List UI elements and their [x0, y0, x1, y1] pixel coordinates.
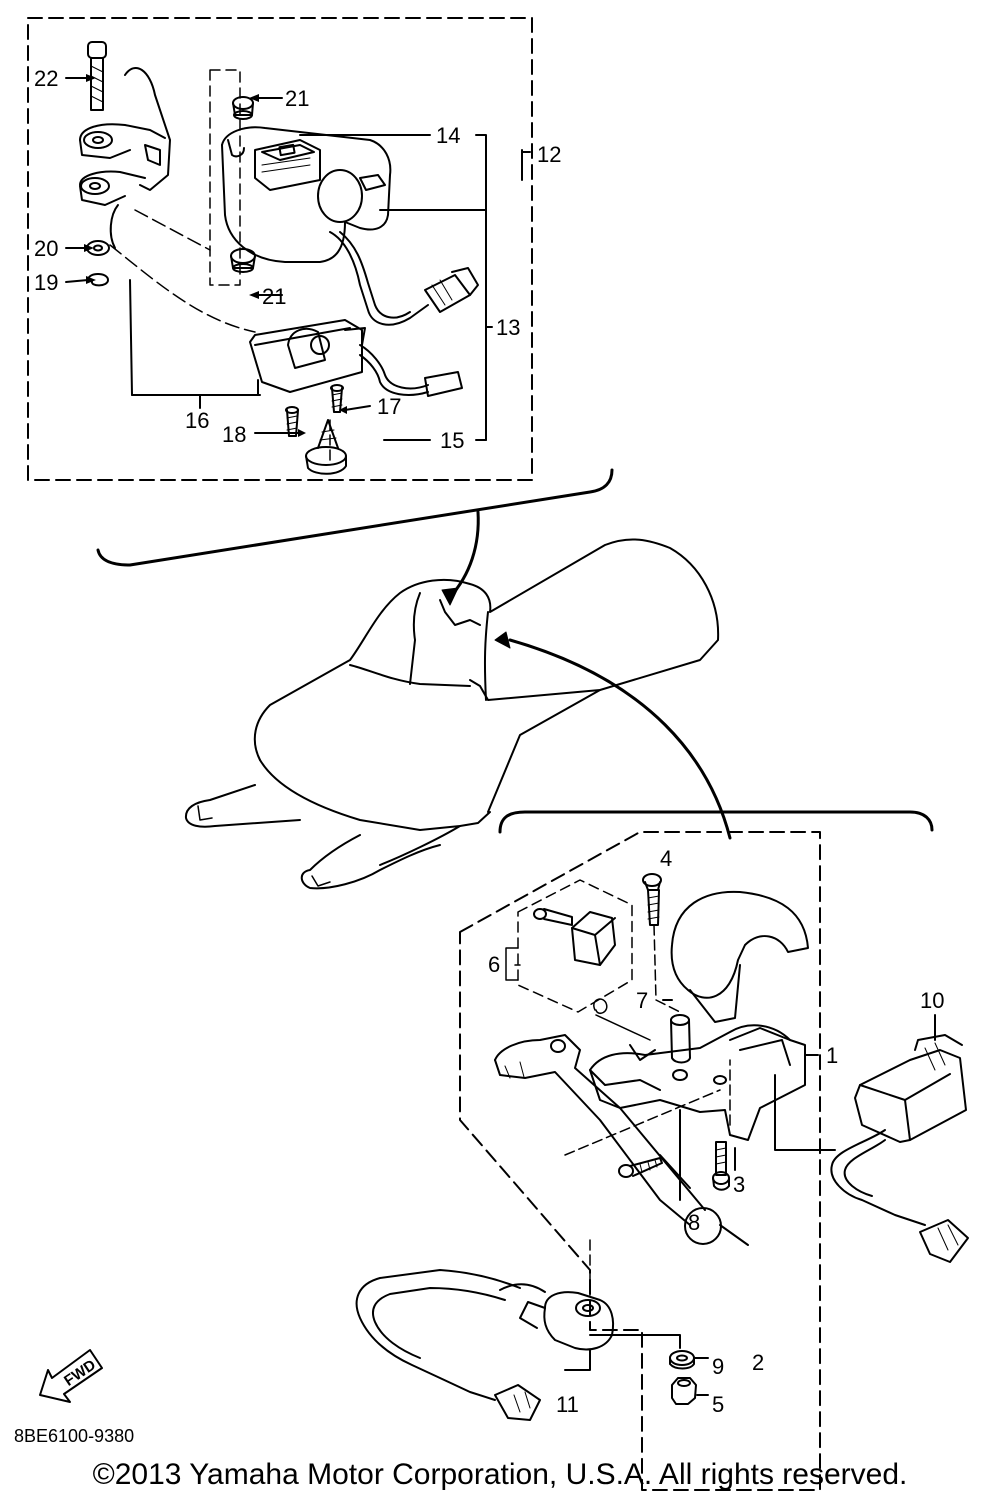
drawing-code: 8BE6100-9380	[14, 1426, 135, 1446]
lever-cover	[670, 890, 809, 1023]
bolt-4	[642, 873, 662, 926]
switch-10-connector	[919, 1219, 969, 1263]
switch-11-cable	[355, 1269, 521, 1401]
brake-switch-10	[854, 1034, 967, 1143]
lower-brace	[498, 810, 934, 834]
washer-9	[669, 1350, 695, 1370]
kit-6-switch	[571, 911, 616, 966]
pointer-arrow-lower	[508, 638, 732, 840]
fwd-label: FWD	[61, 1356, 99, 1389]
callout-18: 18	[222, 422, 246, 447]
callout-15: 15	[440, 428, 464, 453]
switch-housing-14	[221, 126, 392, 263]
callout-8: 8	[688, 1210, 700, 1235]
callout-6: 6	[488, 952, 500, 977]
switch-11	[499, 1283, 615, 1351]
callout-4: 4	[660, 846, 672, 871]
callout-11: 11	[556, 1392, 579, 1417]
bolt-22	[87, 41, 107, 111]
plug-15	[305, 419, 347, 475]
cover-connector	[424, 371, 463, 397]
callout-17: 17	[377, 394, 401, 419]
switch-bracket	[79, 67, 171, 249]
callout-3: 3	[733, 1172, 745, 1197]
copyright-notice: ©2013 Yamaha Motor Corporation, U.S.A. A…	[92, 1458, 908, 1491]
switch-cover-16	[249, 319, 366, 393]
nut-5	[671, 1377, 697, 1405]
callout-19: 19	[34, 270, 58, 295]
callout-22: 22	[34, 66, 58, 91]
kit-6-screw	[533, 908, 573, 926]
lever-holder	[589, 1024, 806, 1141]
switch-wire	[329, 231, 429, 326]
callout-1: 1	[826, 1043, 838, 1068]
cover-wire	[359, 344, 429, 390]
kit-6-spring	[593, 998, 608, 1014]
screw-17	[330, 384, 344, 413]
lock-washer-19	[87, 273, 109, 287]
callout-7: 7	[636, 988, 648, 1013]
snowmobile-outline	[184, 538, 720, 890]
callout-13: 13	[496, 315, 520, 340]
callout-9: 9	[712, 1354, 724, 1379]
screw-18	[285, 406, 299, 437]
switch-11-connector	[494, 1384, 541, 1421]
grommet-21-bottom	[230, 248, 256, 273]
collar-7	[670, 1014, 691, 1064]
fwd-arrow-icon	[39, 1349, 103, 1403]
grommet-21-top	[232, 96, 254, 120]
switch-connector	[424, 267, 479, 313]
callout-10: 10	[920, 988, 944, 1013]
bolt-3	[712, 1141, 730, 1191]
screw-8	[618, 1157, 663, 1178]
switch-10-wire	[830, 1129, 926, 1226]
upper-brace	[96, 468, 614, 567]
callout-16: 16	[185, 408, 209, 433]
callout-20: 20	[34, 236, 58, 261]
callout-12: 12	[537, 142, 561, 167]
callout-14: 14	[436, 123, 460, 148]
switch-kit-6-dashed-box	[517, 879, 633, 1013]
lower-assembly-dashed-box	[459, 831, 821, 1491]
callout-21-bottom: 21	[262, 284, 286, 309]
callout-2: 2	[752, 1350, 764, 1375]
upper-assembly-dashed-box	[27, 17, 533, 481]
callout-5: 5	[712, 1392, 724, 1417]
callout-21-top: 21	[285, 86, 309, 111]
